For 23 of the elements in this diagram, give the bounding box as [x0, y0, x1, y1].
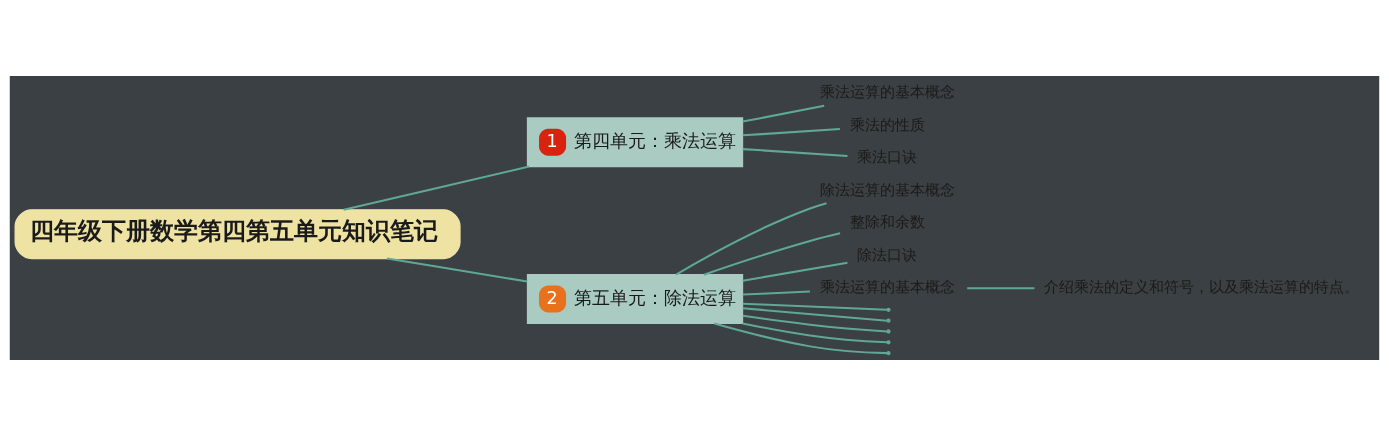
connector	[703, 231, 841, 276]
connector	[742, 306, 887, 322]
node-box: 1 第四单元：乘法运算	[526, 116, 744, 167]
node-point	[886, 350, 891, 355]
connector	[675, 201, 827, 275]
connector	[742, 104, 825, 123]
connector	[714, 322, 888, 354]
node-point	[886, 339, 891, 344]
connector	[742, 127, 840, 136]
connector	[742, 261, 848, 282]
connector	[742, 147, 848, 157]
connector	[742, 302, 887, 311]
node-point	[886, 307, 891, 312]
connector	[967, 286, 1035, 289]
node-box: 四年级下册数学第四第五单元知识笔记	[14, 208, 461, 259]
node-point	[886, 318, 891, 323]
connector	[343, 165, 530, 211]
connector	[742, 321, 888, 343]
connector	[742, 314, 888, 332]
node-point	[886, 328, 891, 334]
connector	[742, 290, 810, 295]
node-box: 2 第五单元：除法运算	[526, 273, 744, 324]
connector	[386, 257, 528, 283]
